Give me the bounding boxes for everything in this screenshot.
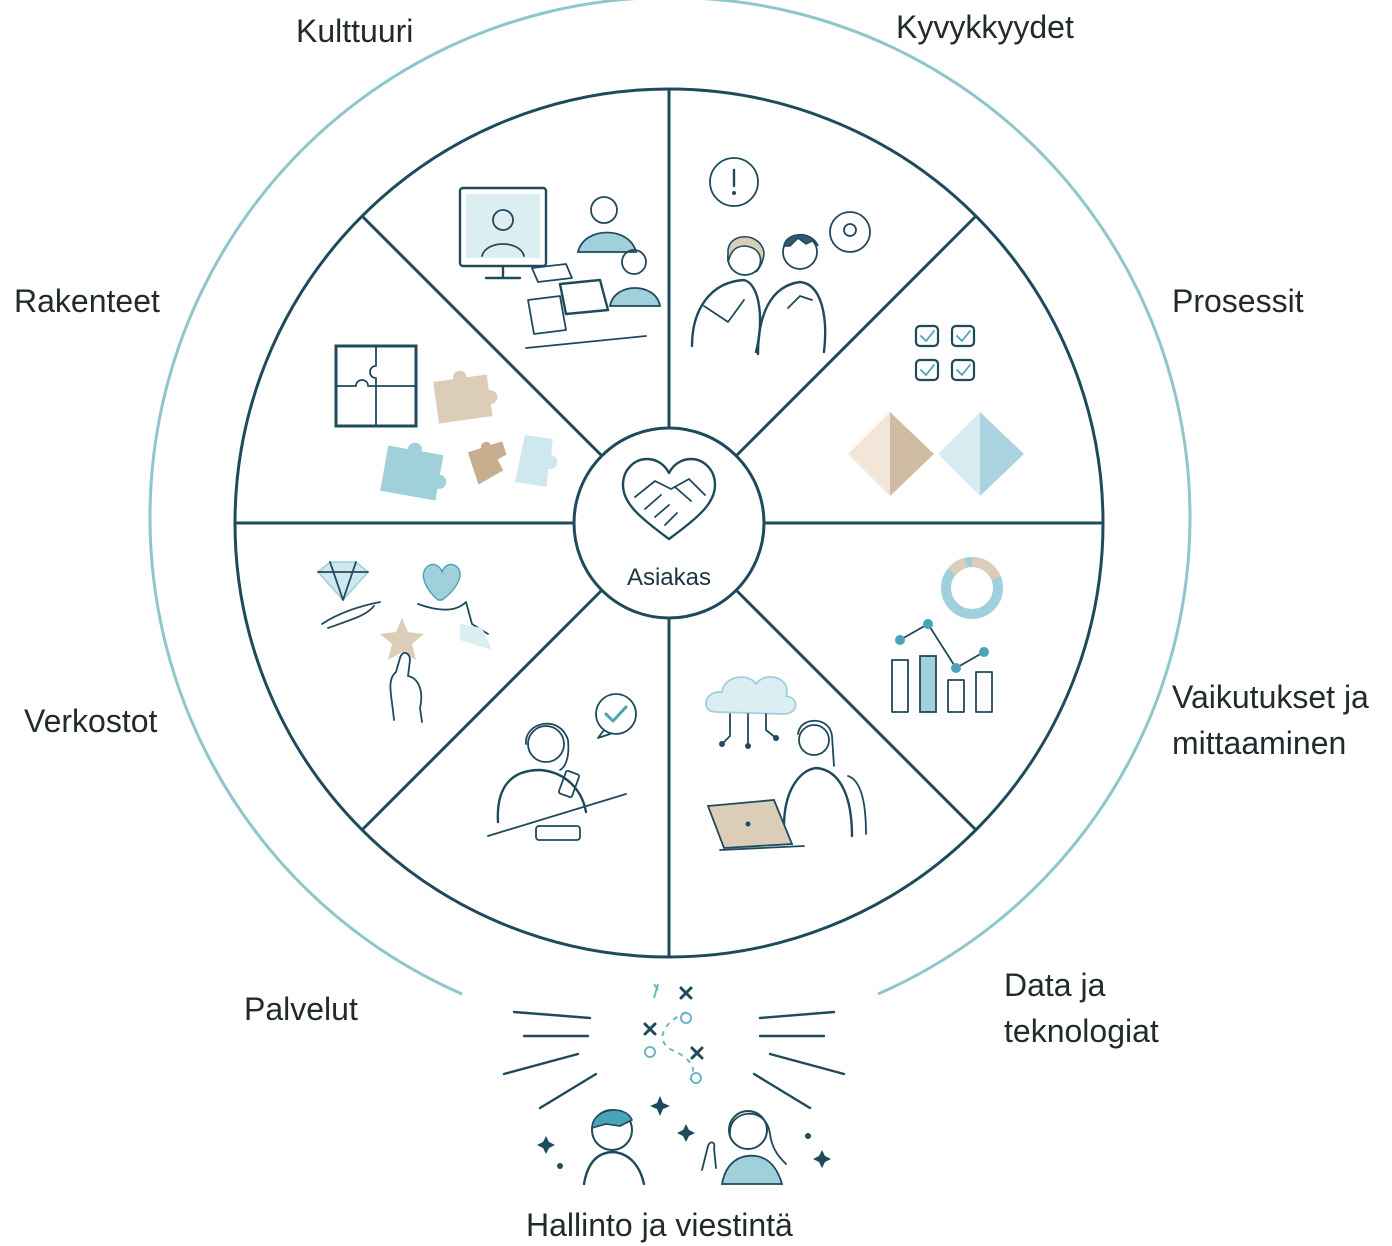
label-vaikutukset-line2: mittaaminen bbox=[1172, 725, 1347, 761]
label-kyvykkyydet: Kyvykkyydet bbox=[896, 9, 1074, 45]
label-data-line2: teknologiat bbox=[1004, 1013, 1159, 1049]
cloud-laptop-icon bbox=[705, 676, 867, 851]
phone-person-icon bbox=[487, 693, 637, 841]
label-palvelut: Palvelut bbox=[244, 991, 358, 1027]
label-verkostot: Verkostot bbox=[24, 703, 158, 739]
strategy-people-icon bbox=[502, 983, 846, 1186]
video-meeting-icon bbox=[458, 186, 662, 349]
label-vaikutukset: Vaikutukset ja mittaaminen bbox=[1172, 674, 1369, 766]
label-rakenteet: Rakenteet bbox=[14, 283, 160, 319]
label-prosessit: Prosessit bbox=[1172, 283, 1304, 319]
puzzle-icon bbox=[334, 344, 558, 501]
chart-donut-icon bbox=[891, 557, 1003, 713]
label-data-line1: Data ja bbox=[1004, 967, 1106, 1003]
label-kulttuuri: Kulttuuri bbox=[296, 13, 414, 49]
checklist-arrows-icon bbox=[848, 324, 1024, 496]
outer-ring bbox=[148, 0, 1192, 996]
handshake-heart-icon bbox=[621, 457, 717, 541]
giving-hands-icon bbox=[316, 561, 492, 723]
thinking-people-icon bbox=[690, 157, 871, 356]
wheel-spokes bbox=[235, 89, 1103, 957]
label-vaikutukset-line1: Vaikutukset ja bbox=[1172, 679, 1369, 715]
hub-label: Asiakas bbox=[627, 564, 711, 591]
hub-circle bbox=[572, 426, 766, 620]
label-data: Data ja teknologiat bbox=[1004, 962, 1159, 1054]
label-hallinto: Hallinto ja viestintä bbox=[526, 1207, 793, 1243]
